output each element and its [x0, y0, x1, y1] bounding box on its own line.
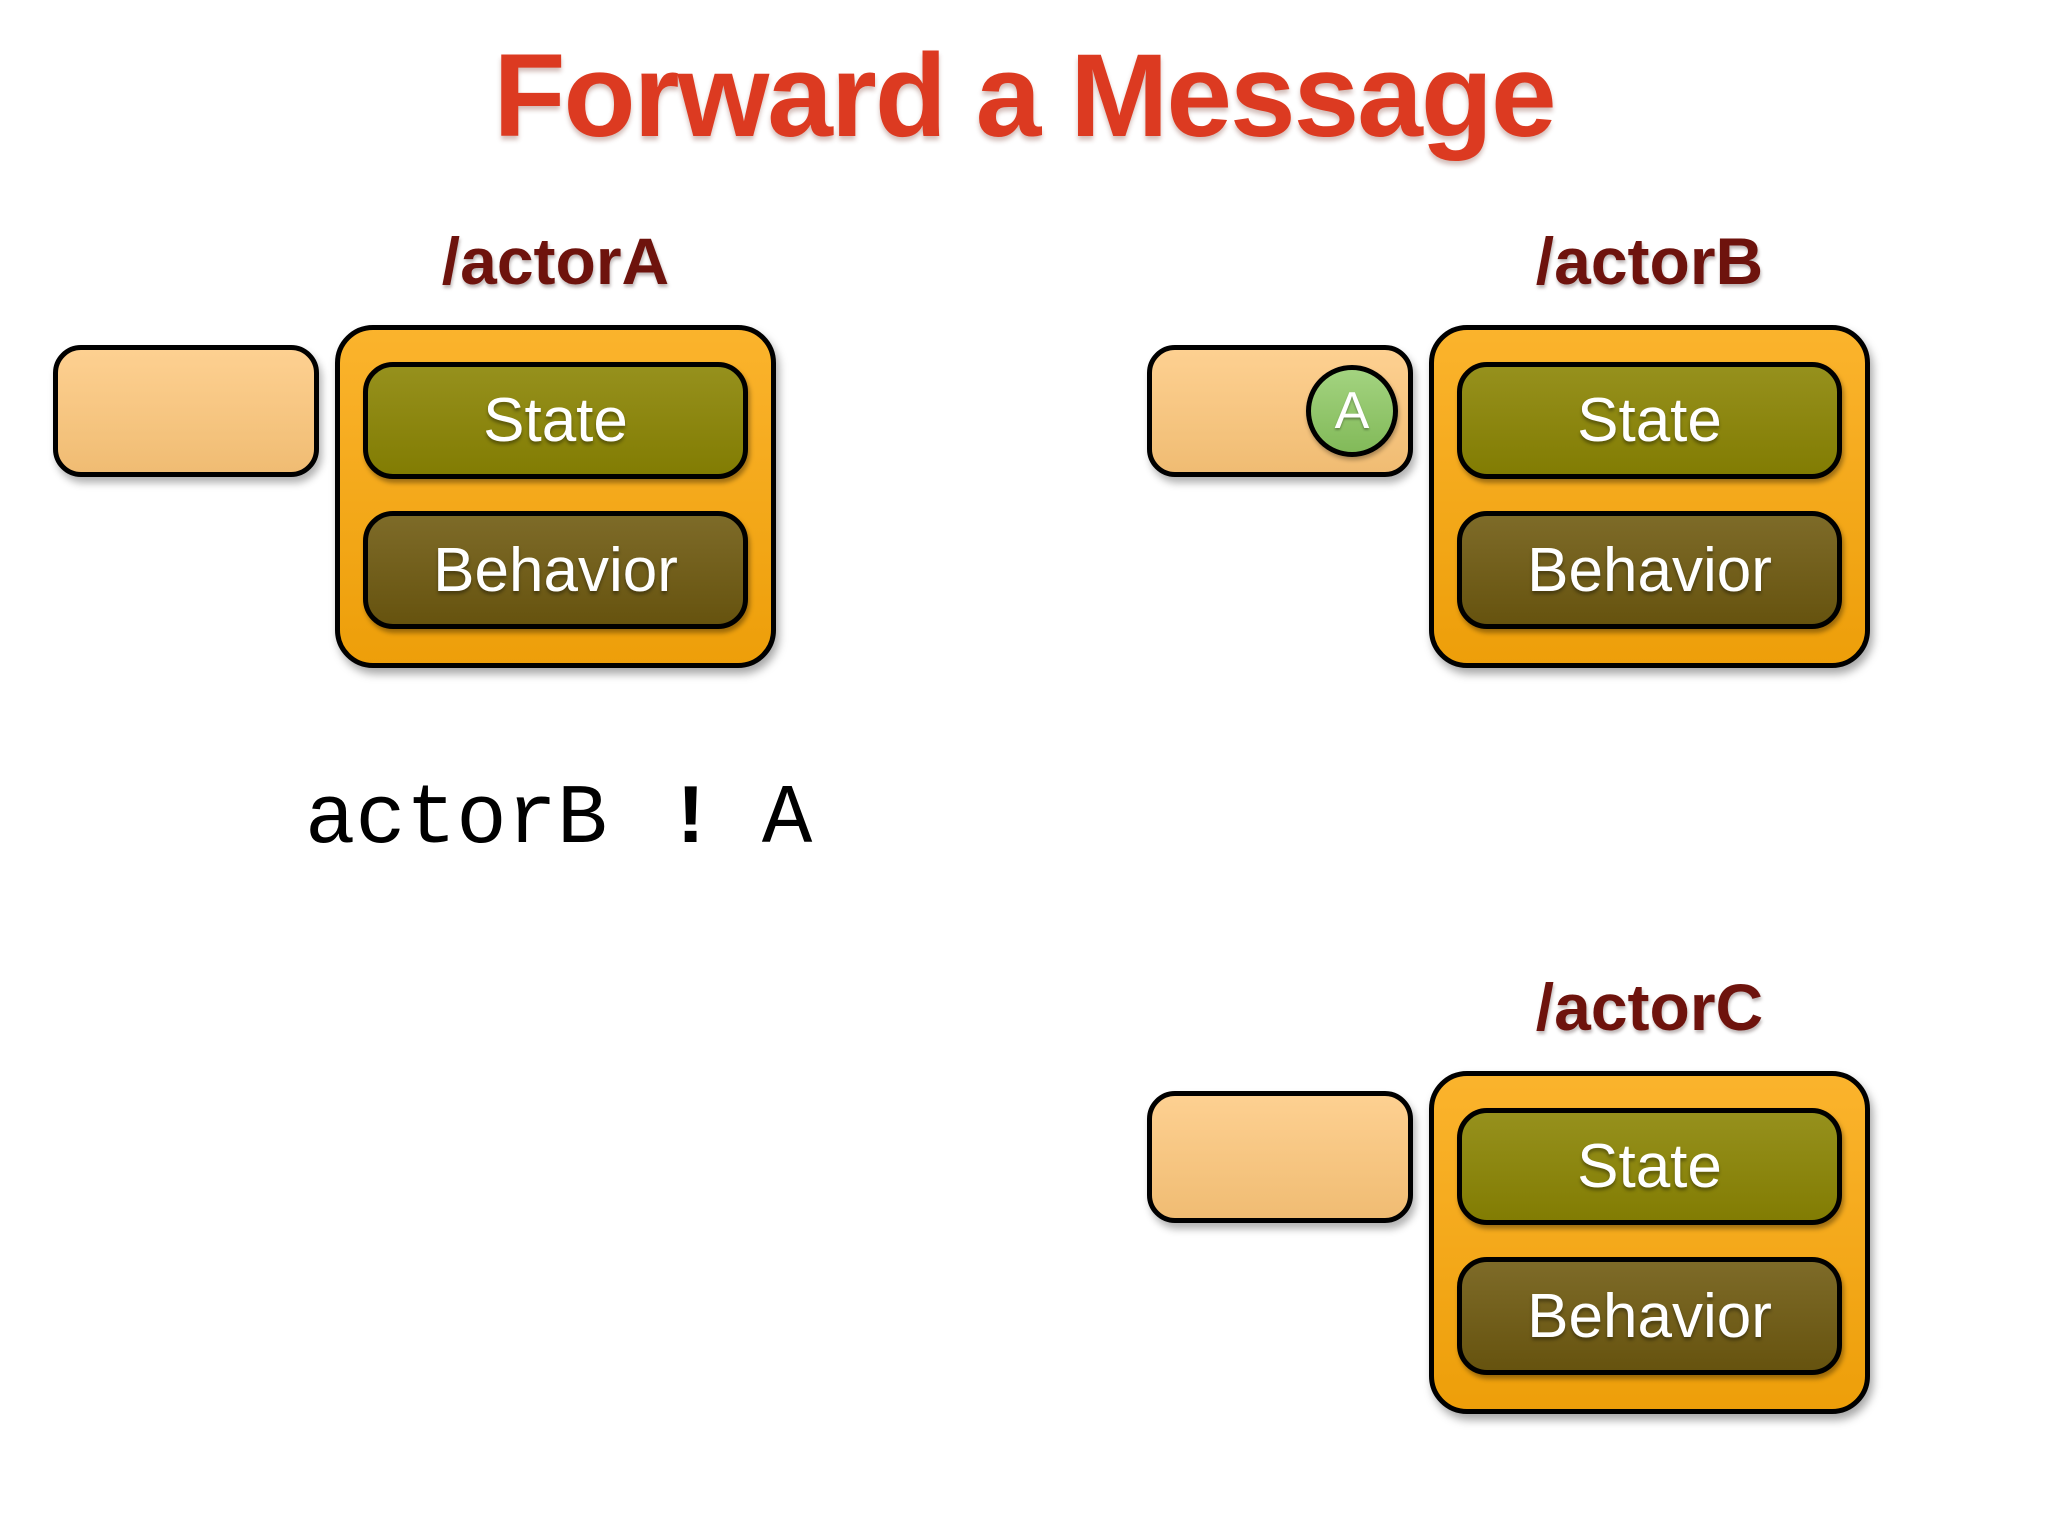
actor-b-behavior-box: Behavior: [1457, 511, 1842, 629]
actor-a-state-box: State: [363, 362, 748, 479]
actor-b-behavior-label: Behavior: [1527, 535, 1772, 605]
actor-b-state-label: State: [1577, 386, 1722, 455]
actor-c-path-label: /actorC: [1535, 970, 1764, 1044]
actor-a-behavior-box: Behavior: [363, 511, 748, 629]
actor-a-mailbox: [53, 345, 319, 477]
actor-a-group: /actorA State Behavior: [53, 228, 776, 672]
actor-b-box: State Behavior: [1429, 325, 1870, 668]
actor-a-state-label: State: [483, 386, 628, 455]
actor-c-mailbox: [1147, 1091, 1413, 1223]
code-send-statement: actorB! A: [305, 768, 812, 873]
actor-c-behavior-label: Behavior: [1527, 1281, 1772, 1351]
actor-a-box: State Behavior: [335, 325, 776, 668]
actor-b-path-label: /actorB: [1535, 224, 1764, 298]
actor-b-state-box: State: [1457, 362, 1842, 479]
actor-c-group: /actorC State Behavior: [1147, 974, 1870, 1418]
actor-c-behavior-box: Behavior: [1457, 1257, 1842, 1375]
message-token-a: A: [1306, 365, 1398, 457]
code-send-operator: !: [665, 773, 716, 868]
message-token-letter: A: [1334, 382, 1370, 440]
actor-c-box: State Behavior: [1429, 1071, 1870, 1414]
actor-b-mailbox: A: [1147, 345, 1413, 477]
code-message: A: [761, 773, 813, 868]
actor-c-state-box: State: [1457, 1108, 1842, 1225]
actor-b-group: /actorB A State Behavior: [1147, 228, 1870, 672]
actor-a-path-label: /actorA: [441, 224, 670, 298]
actor-c-state-label: State: [1577, 1132, 1722, 1201]
slide-title: Forward a Message: [493, 30, 1556, 162]
code-target: actorB: [305, 773, 608, 868]
actor-a-behavior-label: Behavior: [433, 535, 678, 605]
